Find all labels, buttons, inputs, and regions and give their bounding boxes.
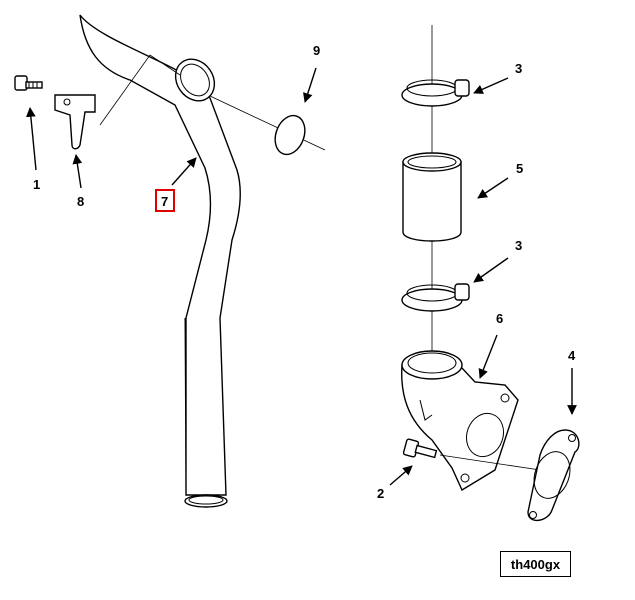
- callout-7-highlight-box: [155, 189, 175, 212]
- clamp-part-3-top: [401, 79, 470, 107]
- bracket-part-8: [54, 94, 96, 150]
- leader-9: [303, 67, 317, 103]
- leader-3-mid: [473, 257, 509, 283]
- gasket-part-4: [527, 429, 580, 522]
- callout-1: 1: [33, 177, 40, 192]
- callout-4: 4: [568, 348, 576, 363]
- bracket-tube-link: [99, 54, 181, 126]
- bolt-part-1: [14, 75, 43, 91]
- sleeve-part-5: [402, 152, 462, 242]
- callout-6: 6: [496, 311, 503, 326]
- leader-3-top: [473, 77, 509, 94]
- callout-9: 9: [313, 43, 320, 58]
- gasket-part-9: [274, 114, 306, 156]
- leader-6: [478, 334, 498, 379]
- leader-8: [72, 154, 83, 189]
- centerline-tube-gasket: [209, 95, 326, 151]
- callout-2: 2: [377, 486, 384, 501]
- drawing-reference-label: th400gx: [500, 551, 571, 577]
- clamp-part-3-mid: [401, 283, 470, 312]
- tube-part-7: [79, 14, 241, 508]
- bolt-part-2: [402, 438, 438, 459]
- leader-2: [389, 465, 413, 486]
- callout-7: 7: [161, 194, 168, 209]
- callout-5: 5: [516, 161, 523, 176]
- elbow-part-6: [401, 350, 519, 492]
- leader-5: [477, 177, 509, 199]
- centerline-elbow-gasket: [439, 454, 541, 471]
- callout-3-top: 3: [515, 61, 522, 76]
- leader-1: [25, 107, 37, 171]
- leader-7: [171, 157, 197, 186]
- callout-3-mid: 3: [515, 238, 522, 253]
- callout-8: 8: [77, 194, 84, 209]
